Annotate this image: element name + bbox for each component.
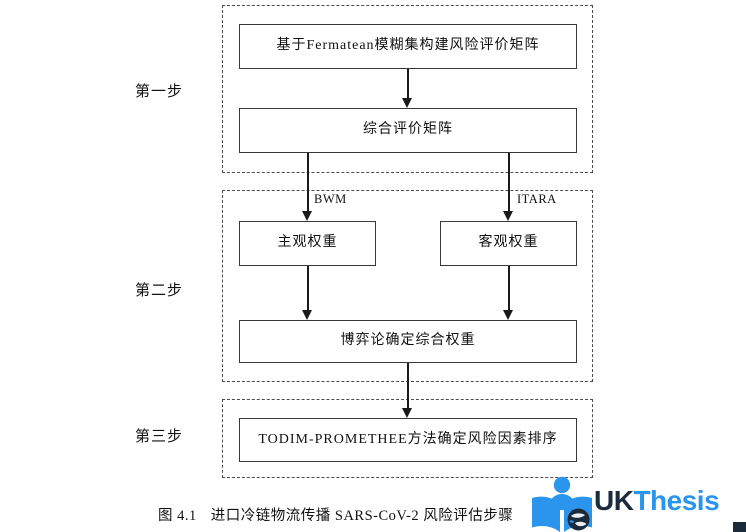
- arrow-head-icon: [302, 310, 312, 320]
- flow-box-subjective-weight: 主观权重: [239, 221, 376, 266]
- flow-box-build-risk-matrix: 基于Fermatean模糊集构建风险评价矩阵: [239, 24, 577, 69]
- step1-label: 第一步: [134, 84, 183, 100]
- arrow-label-bwm: BWM: [314, 192, 347, 206]
- ukthesis-logo-text: UKThesis: [594, 485, 720, 516]
- flow-box-todim-promethee-ranking: TODIM-PROMETHEE方法确定风险因素排序: [239, 418, 577, 462]
- arrow-head-icon: [302, 211, 312, 221]
- figure-title: 进口冷链物流传播 SARS-CoV-2 风险评估步骤: [210, 508, 514, 524]
- step1-dashed-group: [222, 5, 593, 173]
- arrow-line-subjective-to-game: [307, 266, 309, 311]
- arrow-line-matrix-to-comprehensive: [407, 69, 409, 99]
- figure-caption: 图 4.1 进口冷链物流传播 SARS-CoV-2 风险评估步骤: [158, 504, 513, 525]
- arrow-head-icon: [402, 408, 412, 418]
- arrow-line-bwm: [307, 153, 309, 212]
- arrow-head-icon: [402, 98, 412, 108]
- reader-open-book-globe-icon: [532, 476, 592, 532]
- flow-box-comprehensive-matrix: 综合评价矩阵: [239, 108, 577, 153]
- flow-box-objective-weight: 客观权重: [440, 221, 577, 266]
- arrow-head-icon: [503, 310, 513, 320]
- flow-box-game-theory-weight: 博弈论确定综合权重: [239, 320, 577, 363]
- step2-label: 第二步: [134, 283, 183, 299]
- logo-text-thesis: Thesis: [633, 485, 720, 516]
- figure-number: 图 4.1: [158, 508, 197, 524]
- arrow-line-itara: [508, 153, 510, 212]
- step3-label: 第三步: [134, 429, 183, 445]
- arrow-head-icon: [503, 211, 513, 221]
- logo-text-uk: UK: [594, 485, 634, 516]
- arrow-label-itara: ITARA: [517, 192, 557, 206]
- watermark-corner-badge: [733, 522, 746, 532]
- arrow-line-objective-to-game: [508, 266, 510, 311]
- arrow-line-game-to-todim: [407, 363, 409, 409]
